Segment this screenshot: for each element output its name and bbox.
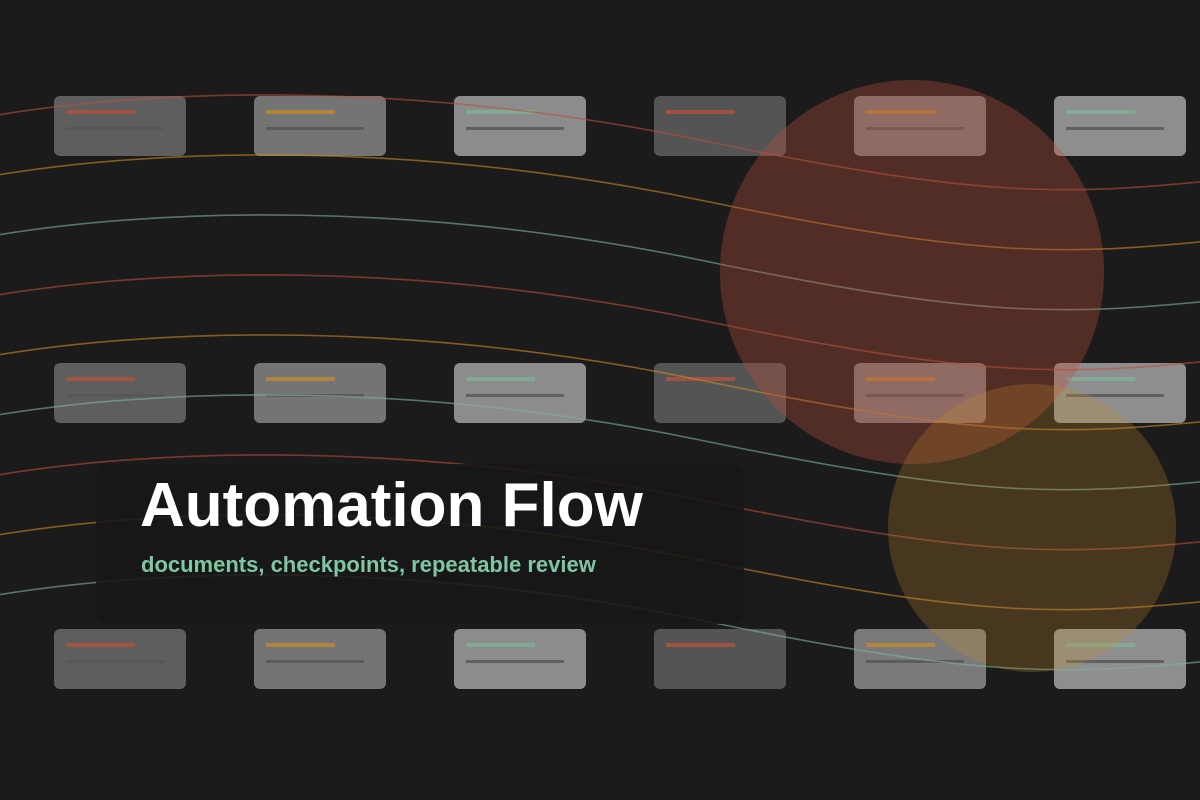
card-body (654, 96, 786, 156)
card-text-line (466, 394, 564, 397)
wave-line (0, 334, 1200, 431)
card-accent-bar (666, 377, 735, 381)
placeholder-card (54, 96, 186, 156)
wave-line (0, 394, 1200, 491)
card-body (454, 629, 586, 689)
title-panel (96, 464, 744, 624)
placeholder-card (454, 96, 586, 156)
card-body (654, 629, 786, 689)
card-text-line (1066, 127, 1164, 130)
card-body (54, 363, 186, 423)
card-body (454, 363, 586, 423)
wave-line (0, 94, 1200, 191)
wave-line (0, 214, 1200, 311)
placeholder-card (254, 363, 386, 423)
card-accent-bar (466, 110, 535, 114)
wave-line (0, 274, 1200, 371)
card-body (254, 629, 386, 689)
placeholder-card (1054, 629, 1186, 689)
placeholder-card (54, 363, 186, 423)
card-text-line (266, 127, 364, 130)
card-accent-bar (66, 643, 135, 647)
placeholder-card (454, 629, 586, 689)
red-glow-circle (720, 80, 1104, 464)
card-accent-bar (666, 110, 735, 114)
card-body (1054, 96, 1186, 156)
placeholder-card (1054, 96, 1186, 156)
card-text-line (66, 394, 164, 397)
placeholder-card (454, 363, 586, 423)
card-accent-bar (666, 643, 735, 647)
card-grid (54, 96, 1186, 689)
placeholder-card (854, 96, 986, 156)
card-text-line (66, 660, 164, 663)
placeholder-card (254, 96, 386, 156)
card-text-line (666, 394, 764, 397)
card-accent-bar (66, 110, 135, 114)
card-text-line (666, 660, 764, 663)
card-text-line (1066, 394, 1164, 397)
card-accent-bar (266, 377, 335, 381)
card-accent-bar (266, 110, 335, 114)
card-accent-bar (1066, 377, 1135, 381)
card-accent-bar (866, 643, 935, 647)
card-text-line (466, 127, 564, 130)
card-accent-bar (66, 377, 135, 381)
card-body (254, 96, 386, 156)
card-text-line (466, 660, 564, 663)
card-text-line (866, 394, 964, 397)
placeholder-card (854, 363, 986, 423)
card-accent-bar (866, 110, 935, 114)
card-accent-bar (866, 377, 935, 381)
placeholder-card (654, 96, 786, 156)
placeholder-card (1054, 363, 1186, 423)
wave-line (0, 154, 1200, 251)
card-accent-bar (466, 643, 535, 647)
placeholder-card (254, 629, 386, 689)
card-text-line (666, 127, 764, 130)
card-text-line (866, 127, 964, 130)
card-text-line (866, 660, 964, 663)
card-accent-bar (466, 377, 535, 381)
placeholder-card (54, 629, 186, 689)
card-text-line (1066, 660, 1164, 663)
banner-subtitle: documents, checkpoints, repeatable revie… (141, 552, 596, 577)
amber-glow-circle (888, 384, 1176, 672)
card-body (54, 629, 186, 689)
card-text-line (266, 660, 364, 663)
card-accent-bar (1066, 110, 1135, 114)
card-accent-bar (1066, 643, 1135, 647)
placeholder-card (654, 629, 786, 689)
banner-title: Automation Flow (140, 471, 643, 540)
card-text-line (66, 127, 164, 130)
card-accent-bar (266, 643, 335, 647)
card-body (254, 363, 386, 423)
